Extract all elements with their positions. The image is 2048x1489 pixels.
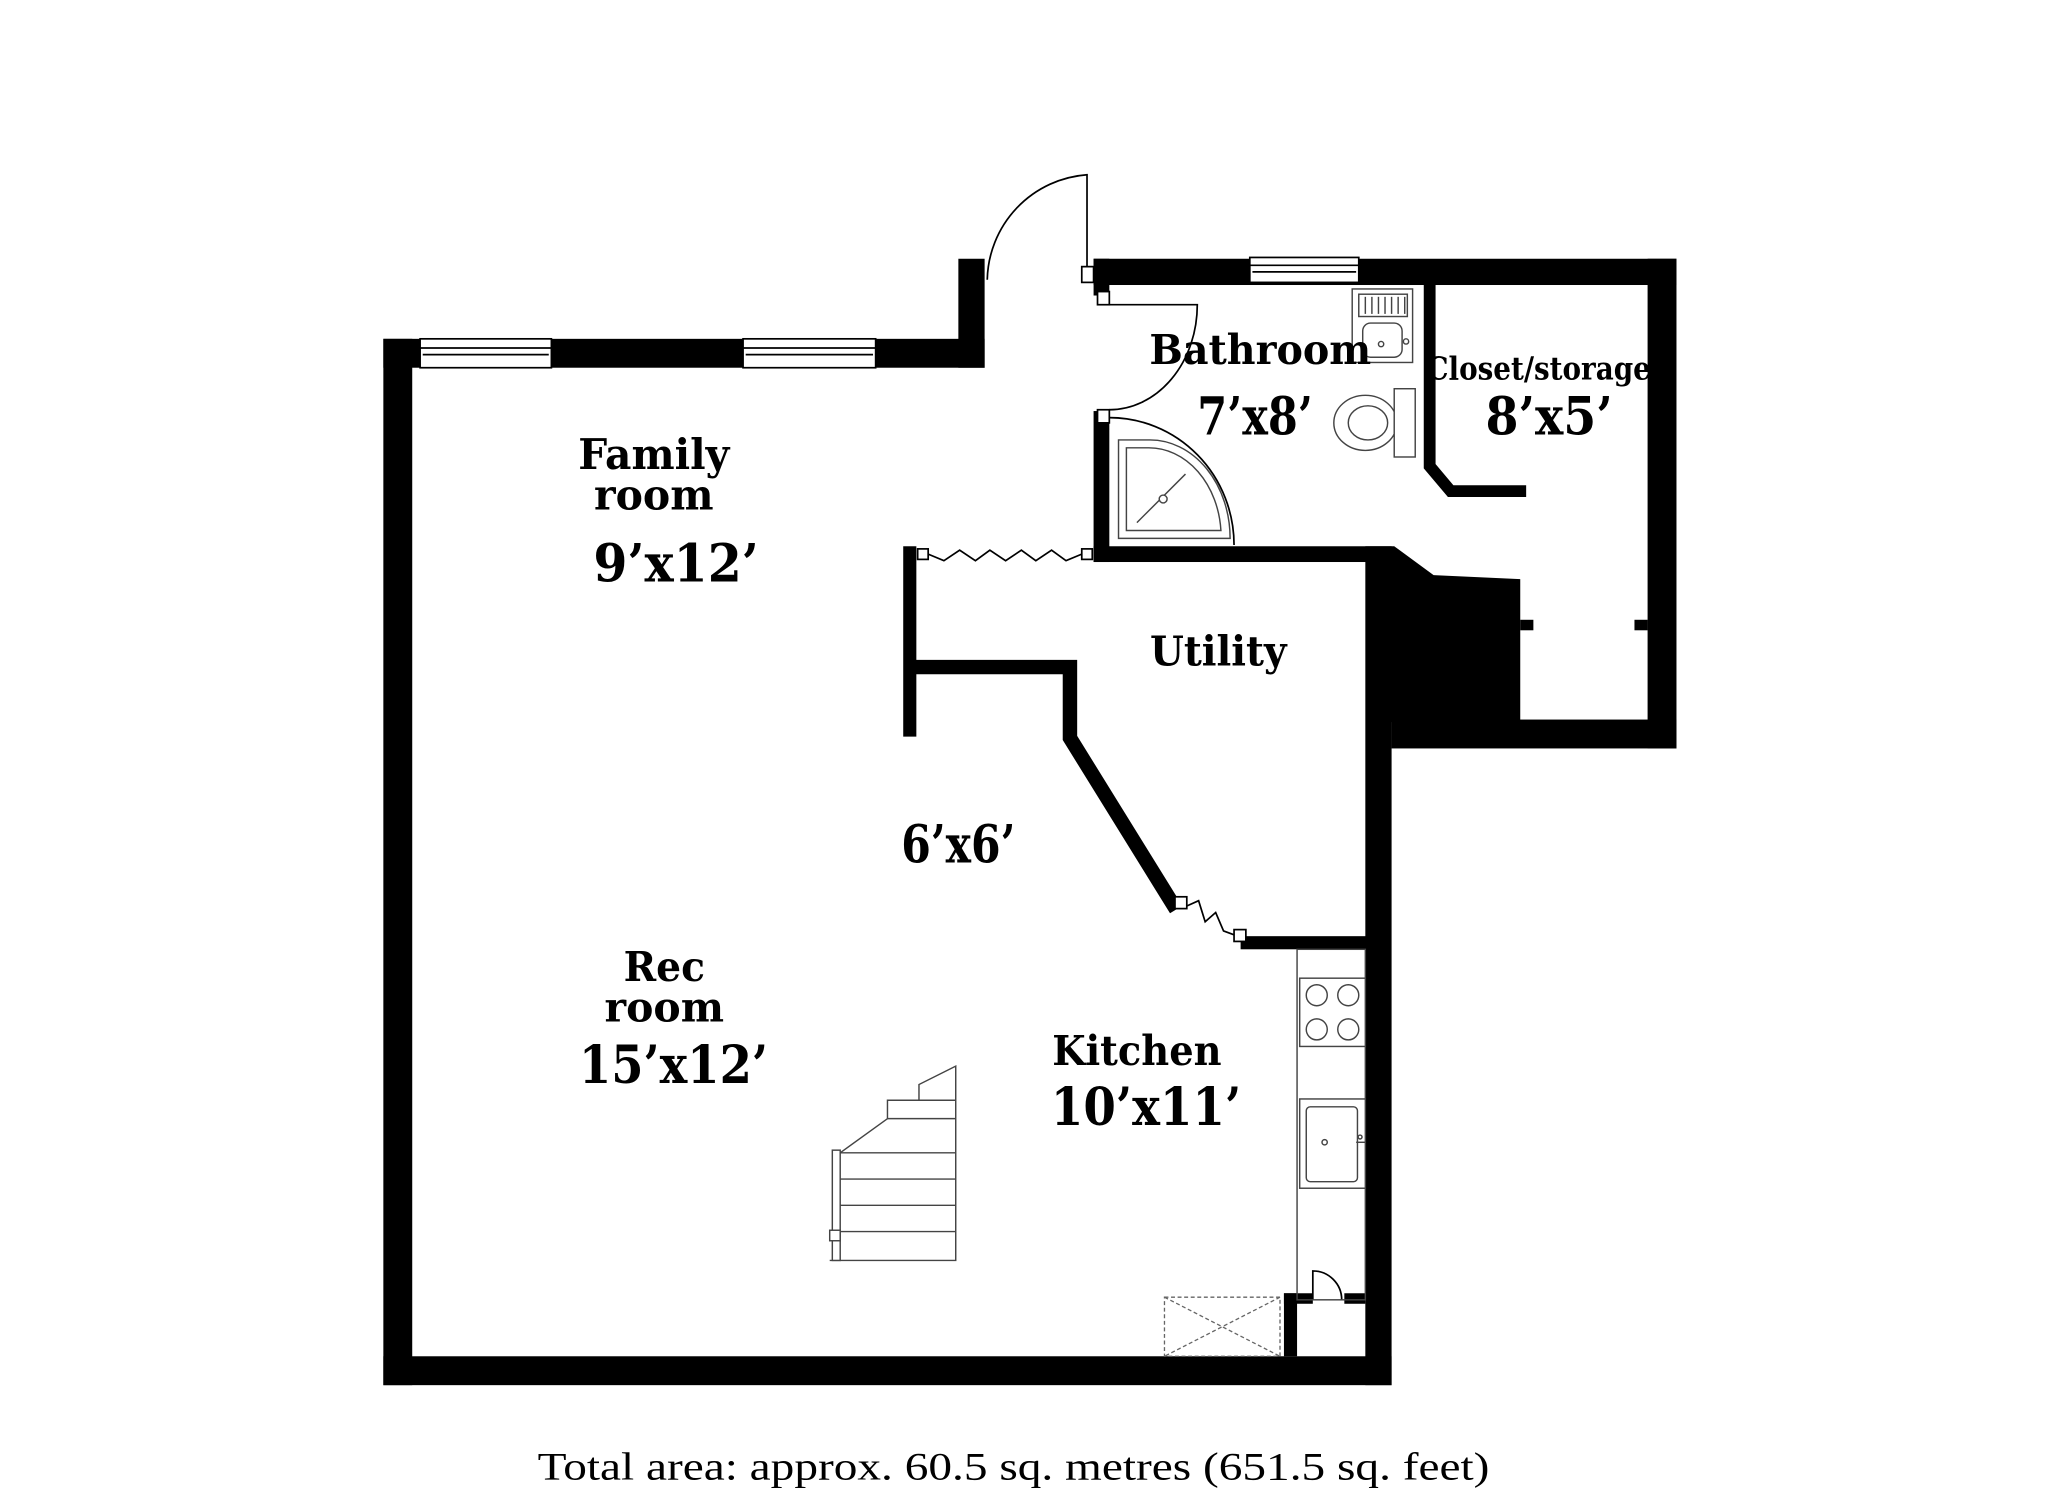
wall-stub-right bbox=[1634, 619, 1648, 631]
wall-bathroom-left-lower bbox=[1093, 411, 1110, 563]
bathroom-name: Bathroom bbox=[1149, 326, 1371, 374]
family-room-name-line-2: room bbox=[594, 471, 713, 520]
wall-right bbox=[1647, 258, 1677, 749]
bathroom-size: 7’x8’ bbox=[1197, 387, 1313, 448]
wall-bottom bbox=[383, 1356, 1392, 1386]
stove-icon bbox=[1298, 977, 1367, 1048]
kitchen-name: Kitchen bbox=[1052, 1027, 1221, 1075]
bathroom-sink-icon bbox=[1351, 288, 1414, 364]
window-icon bbox=[742, 337, 877, 369]
door-swing-icon bbox=[1311, 1270, 1343, 1300]
storage-box-icon bbox=[1163, 1296, 1281, 1357]
wall-closet-bottom bbox=[1391, 719, 1677, 749]
total-area-caption: Total area: approx. 60.5 sq. metres (651… bbox=[538, 1445, 1490, 1489]
rec-room-name-line-2: room bbox=[605, 984, 724, 1032]
toilet-icon bbox=[1333, 388, 1416, 458]
wall-pantry-left bbox=[1283, 1293, 1298, 1357]
kitchen-size: 10’x11’ bbox=[1051, 1077, 1241, 1138]
kitchen-sink-icon bbox=[1298, 1098, 1367, 1189]
closet-storage-size: 8’x5’ bbox=[1485, 387, 1612, 448]
wall-bathroom-left-upper bbox=[1093, 258, 1110, 296]
stairs-icon bbox=[828, 1064, 957, 1262]
closet-storage-name: Closet/storage bbox=[1426, 351, 1650, 388]
wall-left bbox=[383, 338, 413, 1386]
wall-pantry-top-right bbox=[1344, 1293, 1366, 1304]
wall-utility-diagonal bbox=[907, 659, 1183, 914]
window-icon bbox=[419, 337, 553, 369]
wall-closet-inner bbox=[1423, 279, 1527, 498]
utility-name: Utility bbox=[1150, 628, 1288, 676]
wall-utility-left bbox=[903, 546, 917, 737]
door-swing-icon bbox=[986, 173, 1095, 284]
shower-icon bbox=[1109, 416, 1235, 545]
wall-bathroom-bottom bbox=[1093, 546, 1370, 563]
walls bbox=[383, 258, 1677, 1386]
wall-stub-left bbox=[1520, 619, 1534, 631]
folding-door-icon bbox=[1174, 895, 1247, 943]
wall-utility-kitchen bbox=[1240, 936, 1370, 950]
wall-entry-left bbox=[958, 258, 985, 368]
rec-room-size: 15’x12’ bbox=[579, 1035, 768, 1096]
family-room-size: 9’x12’ bbox=[593, 534, 758, 595]
hall-size: 6’x6’ bbox=[901, 815, 1015, 876]
folding-door-icon bbox=[916, 548, 1094, 562]
wall-pantry-top-left bbox=[1283, 1293, 1313, 1304]
window-icon bbox=[1248, 256, 1360, 284]
door-swing-icon bbox=[1096, 290, 1199, 424]
rec-room-name-line-1: Rec bbox=[624, 943, 705, 991]
room-labels: Family room 9’x12’ Bathroom 7’x8’ Closet… bbox=[578, 326, 1651, 1138]
wall-bathroom-top bbox=[1093, 258, 1677, 286]
chimney bbox=[1369, 546, 1521, 749]
family-room-name-line-1: Family bbox=[578, 430, 731, 479]
